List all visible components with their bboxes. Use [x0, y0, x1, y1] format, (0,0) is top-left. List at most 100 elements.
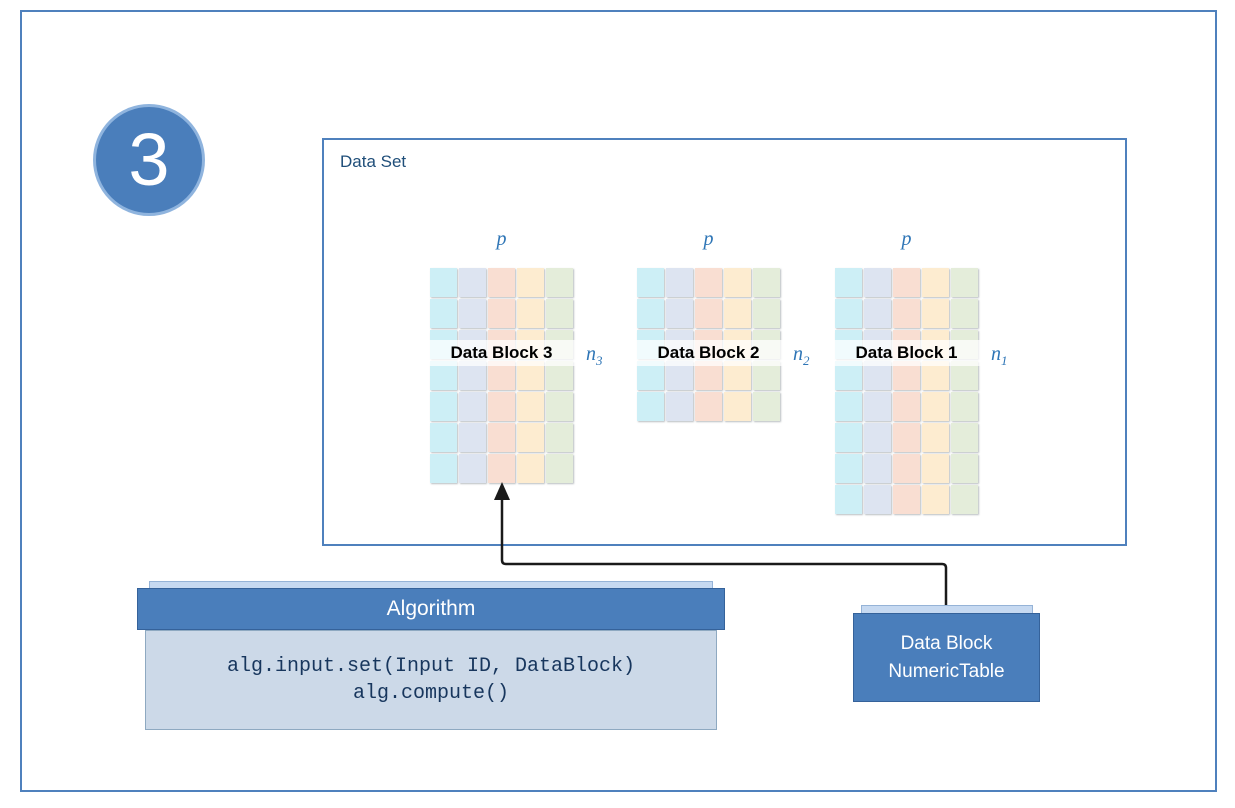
grid-cell: [724, 299, 751, 328]
grid-cell: [546, 268, 573, 297]
grid-cell: [488, 392, 515, 421]
p-dimension-label: p: [703, 228, 714, 250]
grid-cell: [922, 299, 949, 328]
grid-cell: [864, 423, 891, 452]
grid-cell: [488, 299, 515, 328]
grid-cell: [666, 299, 693, 328]
grid-cell: [893, 392, 920, 421]
grid-cell: [951, 485, 978, 514]
grid-cell: [724, 268, 751, 297]
code-line: alg.compute(): [352, 682, 510, 705]
grid-cell: [517, 454, 544, 483]
grid-cell: [835, 299, 862, 328]
grid-cell: [517, 299, 544, 328]
algorithm-code-panel: alg.input.set(Input ID, DataBlock) alg.c…: [145, 630, 717, 730]
grid-cell: [666, 392, 693, 421]
grid-cell: [459, 268, 486, 297]
grid-cell: [430, 392, 457, 421]
grid-cell: [517, 268, 544, 297]
p-dimension-label: p: [901, 228, 912, 250]
grid-cell: [753, 392, 780, 421]
grid-cell: [753, 299, 780, 328]
grid-cell: [893, 485, 920, 514]
grid-cell: [488, 423, 515, 452]
data-grid: [430, 268, 573, 483]
step-number: 3: [128, 118, 170, 201]
data-block-1: p Data Block 1 n1: [832, 228, 1008, 514]
grid-cell: [951, 299, 978, 328]
numerictable-line-1: Data Block: [900, 632, 993, 654]
grid-cell: [922, 454, 949, 483]
grid-cell: [864, 485, 891, 514]
grid-cell: [724, 392, 751, 421]
grid-cell: [546, 392, 573, 421]
grid-cell: [488, 268, 515, 297]
grid-cell: [637, 268, 664, 297]
data-block-2: p Data Block 2 n2: [634, 228, 810, 421]
grid-cell: [430, 423, 457, 452]
grid-cell: [864, 392, 891, 421]
grid-cell: [430, 454, 457, 483]
grid-cell: [459, 454, 486, 483]
numerictable-line-2: NumericTable: [888, 660, 1005, 682]
grid-cell: [835, 485, 862, 514]
grid-cell: [951, 454, 978, 483]
grid-cell: [951, 392, 978, 421]
grid-cell: [922, 268, 949, 297]
grid-cell: [546, 299, 573, 328]
p-dimension-label: p: [496, 228, 507, 250]
grid-cell: [517, 423, 544, 452]
n-letter: n: [793, 343, 803, 365]
algorithm-header: Algorithm: [137, 588, 725, 630]
n-subscript: 2: [803, 353, 810, 368]
grid-cell: [488, 454, 515, 483]
grid-cell: [864, 299, 891, 328]
n-letter: n: [586, 343, 596, 365]
data-grid: [835, 268, 978, 514]
n-dimension-label: n2: [793, 343, 810, 369]
grid-cell: [459, 423, 486, 452]
n-subscript: 3: [596, 353, 603, 368]
n-letter: n: [991, 343, 1001, 365]
data-grid: [637, 268, 780, 421]
grid-cell: [517, 392, 544, 421]
data-block-3: p Data Block 3 n3: [427, 228, 603, 483]
grid-cell: [637, 392, 664, 421]
grid-cell: [864, 454, 891, 483]
block-label: Data Block 2: [634, 340, 783, 366]
code-line: alg.input.set(Input ID, DataBlock): [226, 655, 636, 678]
n-subscript: 1: [1001, 353, 1008, 368]
block-label: Data Block 3: [427, 340, 576, 366]
grid-cell: [695, 268, 722, 297]
grid-cell: [459, 299, 486, 328]
grid-cell: [459, 392, 486, 421]
grid-cell: [546, 454, 573, 483]
n-dimension-label: n1: [991, 343, 1008, 369]
numerictable-box: Data Block NumericTable: [853, 613, 1040, 702]
grid-cell: [864, 268, 891, 297]
grid-cell: [430, 268, 457, 297]
dataset-title: Data Set: [340, 152, 407, 171]
grid-cell: [922, 485, 949, 514]
grid-cell: [666, 268, 693, 297]
grid-cell: [893, 454, 920, 483]
n-dimension-label: n3: [586, 343, 603, 369]
grid-cell: [893, 423, 920, 452]
grid-cell: [637, 299, 664, 328]
grid-cell: [893, 299, 920, 328]
grid-cell: [695, 392, 722, 421]
grid-cell: [922, 423, 949, 452]
grid-cell: [951, 268, 978, 297]
grid-cell: [893, 268, 920, 297]
grid-cell: [430, 299, 457, 328]
algorithm-title: Algorithm: [386, 597, 476, 620]
grid-cell: [922, 392, 949, 421]
grid-cell: [753, 268, 780, 297]
grid-cell: [835, 392, 862, 421]
grid-cell: [835, 454, 862, 483]
step-number-badge: 3: [93, 104, 205, 216]
grid-cell: [951, 423, 978, 452]
grid-cell: [835, 268, 862, 297]
grid-cell: [546, 423, 573, 452]
grid-cell: [835, 423, 862, 452]
